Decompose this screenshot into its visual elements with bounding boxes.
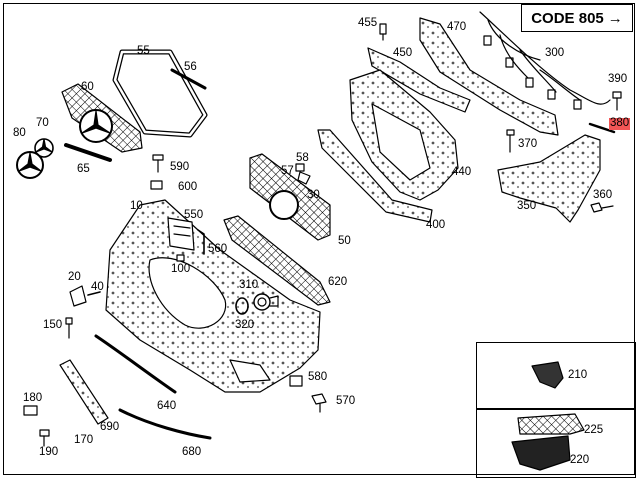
bumper-cover-10 — [105, 199, 321, 393]
part-label-390: 390 — [608, 73, 628, 85]
inset-box-220 — [476, 409, 636, 478]
bracket-470 — [419, 17, 559, 136]
bolt-390 — [612, 91, 622, 111]
strip-65 — [64, 143, 112, 162]
code-label: CODE 805 — [531, 9, 604, 27]
part-label-400: 400 — [426, 219, 446, 231]
grille-frame-55 — [112, 49, 208, 138]
star-emblem-80 — [16, 151, 44, 179]
part-label-150: 150 — [43, 319, 63, 331]
part-label-65: 65 — [77, 163, 90, 175]
part-label-50: 50 — [338, 235, 351, 247]
arrow-right-icon: → — [607, 9, 623, 27]
clip-57 — [297, 171, 311, 185]
part-label-190: 190 — [39, 446, 59, 458]
clip-58 — [295, 163, 305, 172]
bracket-560 — [197, 229, 205, 255]
clip-180 — [23, 405, 38, 416]
insert-220 — [511, 435, 571, 471]
star-emblem-70 — [34, 138, 54, 158]
part-label-10: 10 — [130, 200, 143, 212]
clip-455 — [379, 23, 387, 41]
bolt-150 — [65, 317, 73, 339]
parking-sensor-310 — [253, 293, 279, 311]
part-label-70: 70 — [36, 117, 49, 129]
part-label-570: 570 — [336, 395, 356, 407]
bolt-570 — [311, 393, 327, 413]
screw-190 — [39, 429, 50, 447]
grille-60 — [61, 83, 143, 153]
screw-40 — [87, 291, 101, 296]
lower-grille-620 — [223, 215, 331, 306]
part-label-180: 180 — [23, 392, 43, 404]
part-label-170: 170 — [74, 434, 94, 446]
sensor-ring-320 — [235, 297, 249, 315]
part-label-20: 20 — [68, 271, 81, 283]
trim-strip-56 — [170, 68, 207, 90]
part-label-350: 350 — [517, 200, 537, 212]
carrier-440 — [349, 69, 459, 201]
clip-100 — [176, 254, 185, 262]
part-label-440: 440 — [452, 166, 472, 178]
bracket-350 — [497, 134, 601, 223]
part-label-225: 225 — [584, 424, 604, 436]
part-label-550: 550 — [184, 209, 204, 221]
part-label-580: 580 — [308, 371, 328, 383]
part-label-320: 320 — [235, 319, 255, 331]
part-label-640: 640 — [157, 400, 177, 412]
part-label-380: 380 — [609, 117, 631, 130]
clip-580 — [289, 375, 303, 387]
part-label-80: 80 — [13, 127, 26, 139]
part-label-40: 40 — [91, 281, 104, 293]
inset-box-210 — [476, 342, 636, 409]
part-label-450: 450 — [393, 47, 413, 59]
clip-600 — [150, 180, 163, 190]
part-label-210: 210 — [568, 369, 588, 381]
diamond-grille-30 — [249, 153, 331, 241]
part-label-55: 55 — [137, 45, 150, 57]
bolt-370 — [506, 129, 515, 153]
strip-380 — [588, 122, 616, 134]
part-label-56: 56 — [184, 61, 197, 73]
part-label-360: 360 — [593, 189, 613, 201]
absorber-400 — [317, 129, 433, 223]
part-label-30: 30 — [307, 189, 320, 201]
trim-680 — [118, 408, 212, 440]
part-label-680: 680 — [182, 446, 202, 458]
part-label-560: 560 — [208, 243, 228, 255]
tow-cap-20 — [69, 285, 87, 307]
bezel-225 — [517, 413, 585, 435]
wiring-harness-300 — [479, 11, 611, 110]
cover-210 — [531, 361, 564, 389]
part-label-455: 455 — [358, 17, 378, 29]
code-box: CODE 805 → — [521, 4, 633, 32]
part-label-60: 60 — [81, 81, 94, 93]
part-label-310: 310 — [239, 279, 259, 291]
part-label-620: 620 — [328, 276, 348, 288]
part-label-58: 58 — [296, 152, 309, 164]
part-label-300: 300 — [545, 47, 565, 59]
module-550 — [167, 217, 195, 251]
part-label-57: 57 — [281, 165, 294, 177]
part-label-370: 370 — [518, 138, 538, 150]
strip-640 — [94, 334, 177, 394]
part-label-600: 600 — [178, 181, 198, 193]
bolt-590 — [152, 154, 164, 173]
part-label-590: 590 — [170, 161, 190, 173]
trim-690 — [59, 359, 109, 425]
part-label-100: 100 — [171, 263, 191, 275]
part-label-220: 220 — [570, 454, 590, 466]
diagram-frame — [3, 3, 635, 475]
bolt-360 — [590, 202, 614, 213]
part-label-690: 690 — [100, 421, 120, 433]
part-label-470: 470 — [447, 21, 467, 33]
